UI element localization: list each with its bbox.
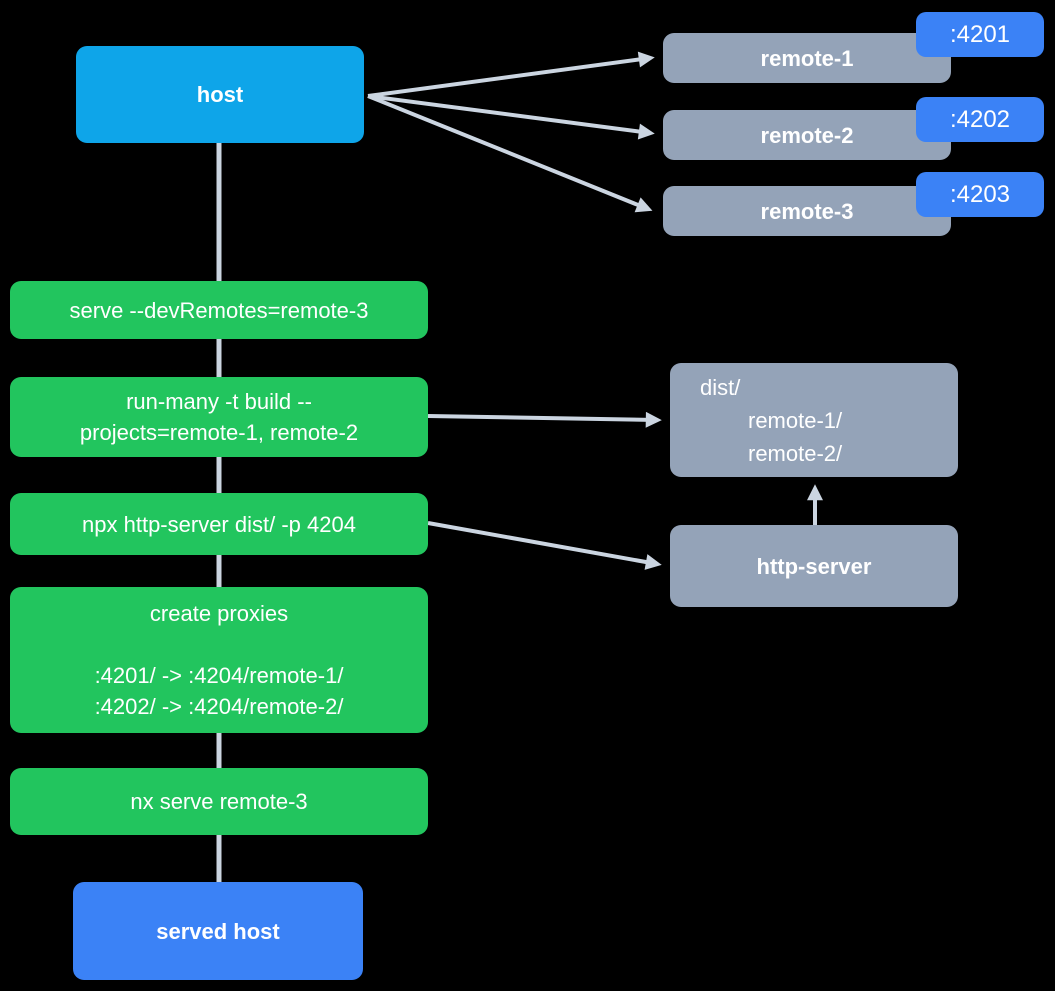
host-label: host: [196, 82, 244, 107]
host-node: host: [76, 46, 364, 143]
dist-folder-remote-1-label: remote-1/: [748, 408, 843, 433]
dist-folder-root-label: dist/: [700, 375, 741, 400]
served-host-label: served host: [156, 918, 280, 944]
served-host-node: served host: [73, 882, 363, 980]
remote-1-node: remote-1: [663, 33, 951, 83]
create-proxies-title: create proxies: [149, 601, 289, 626]
remote-1-port-label: :4201: [949, 20, 1011, 48]
remote-3-port-label: :4203: [949, 180, 1011, 208]
command-serve-dev-remotes-node: serve --devRemotes=remote-3: [10, 281, 428, 339]
remote-2-node: remote-2: [663, 110, 951, 160]
arrow-host-to-remote-3: [367, 94, 653, 213]
command-http-server-node: npx http-server dist/ -p 4204: [10, 493, 428, 555]
proxy-rule-1: :4201/ -> :4204/remote-1/: [94, 663, 344, 688]
arrow-build-to-dist: [427, 411, 662, 428]
remote-2-port-label: :4202: [949, 105, 1011, 133]
dist-folder-node: dist/ remote-1/ remote-2/: [670, 363, 958, 477]
proxy-rule-2: :4202/ -> :4204/remote-2/: [94, 694, 344, 719]
dist-folder-remote-2-label: remote-2/: [748, 441, 843, 466]
command-nx-serve-remote-3-label: nx serve remote-3: [130, 789, 308, 814]
remote-3-port-badge: :4203: [916, 172, 1044, 217]
remote-3-label: remote-3: [760, 198, 854, 224]
remote-1-label: remote-1: [760, 45, 854, 71]
command-nx-serve-remote-3-node: nx serve remote-3: [10, 768, 428, 835]
http-server-node: http-server: [670, 525, 958, 607]
arrow-host-to-remote-1: [367, 51, 655, 98]
remote-2-label: remote-2: [760, 122, 854, 148]
command-serve-dev-remotes-label: serve --devRemotes=remote-3: [69, 297, 369, 323]
command-run-many-line-1: run-many -t build --: [126, 389, 312, 414]
arrow-command-to-http-server: [427, 521, 662, 570]
remote-1-port-badge: :4201: [916, 12, 1044, 57]
http-server-label: http-server: [756, 553, 872, 579]
command-run-many-build-node: run-many -t build -- projects=remote-1, …: [10, 377, 428, 457]
command-http-server-label: npx http-server dist/ -p 4204: [82, 511, 356, 537]
remote-2-port-badge: :4202: [916, 97, 1044, 142]
arrow-host-to-remote-2: [367, 94, 655, 140]
remote-3-node: remote-3: [663, 186, 951, 236]
command-create-proxies-node: create proxies :4201/ -> :4204/remote-1/…: [10, 587, 428, 733]
command-run-many-line-2: projects=remote-1, remote-2: [79, 420, 359, 445]
